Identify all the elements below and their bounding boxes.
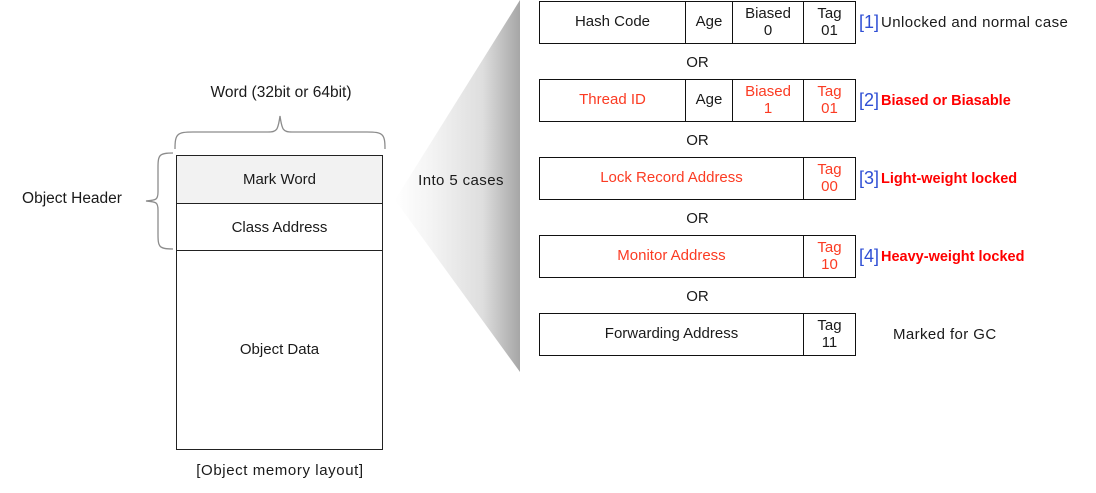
case-cell: Thread ID bbox=[540, 80, 686, 121]
case-cell: Forwarding Address bbox=[540, 314, 804, 355]
object-memory-layout-caption: [Object memory layout] bbox=[196, 462, 364, 479]
case-note-text: Unlocked and normal case bbox=[881, 14, 1069, 31]
case-cell: Monitor Address bbox=[540, 236, 804, 277]
case-cell-line1: Biased bbox=[745, 5, 791, 23]
case-number: [1] bbox=[859, 12, 880, 32]
case-number: [2] bbox=[859, 90, 880, 110]
or-separator: OR bbox=[686, 210, 709, 227]
case-cell-line1: Tag bbox=[817, 161, 842, 179]
case-note: [1] Unlocked and normal case bbox=[859, 1, 1068, 44]
case-cell-line1: Thread ID bbox=[579, 91, 646, 109]
word-span-brace bbox=[173, 114, 387, 150]
case-cell-line1: Tag bbox=[817, 239, 842, 257]
case-cell-line2: 00 bbox=[821, 177, 838, 195]
case-cell: Tag 11 bbox=[804, 314, 855, 355]
memory-row-object-data-label: Object Data bbox=[239, 341, 320, 358]
case-note: [2] Biased or Biasable bbox=[859, 79, 1011, 122]
case-note-text: Light-weight locked bbox=[881, 170, 1018, 187]
case-cell: Age bbox=[686, 80, 733, 121]
case-number: [3] bbox=[859, 168, 880, 188]
object-memory-box: Mark Word Class Address Object Data bbox=[176, 155, 383, 450]
case-cell: Hash Code bbox=[540, 2, 686, 43]
case-cell-line1: Hash Code bbox=[574, 13, 651, 31]
case-note: [3] Light-weight locked bbox=[859, 157, 1017, 200]
case-cell-line1: Monitor Address bbox=[617, 247, 726, 265]
memory-row-class-address-label: Class Address bbox=[231, 218, 328, 236]
case-note-text: Biased or Biasable bbox=[881, 92, 1011, 109]
case-cell-line1: Lock Record Address bbox=[600, 169, 743, 187]
or-separator: OR bbox=[686, 54, 709, 71]
case-cell: Age bbox=[686, 2, 733, 43]
case-cell: Biased 0 bbox=[733, 2, 804, 43]
case-number: [4] bbox=[859, 246, 880, 266]
object-memory-layout-panel: Word (32bit or 64bit) Object Header Mark… bbox=[0, 0, 420, 493]
memory-row-mark-word-label: Mark Word bbox=[242, 171, 317, 188]
case-cell: Biased 1 bbox=[733, 80, 804, 121]
case-cell-line1: Age bbox=[695, 13, 723, 31]
case-cell-line2: 01 bbox=[821, 21, 838, 39]
case-row: Forwarding Address Tag 11 bbox=[539, 313, 856, 356]
or-separator: OR bbox=[686, 132, 709, 149]
case-cell: Tag 10 bbox=[804, 236, 855, 277]
case-cell-line2: 01 bbox=[821, 99, 838, 117]
or-separator: OR bbox=[686, 288, 709, 305]
case-row: Lock Record Address Tag 00 bbox=[539, 157, 856, 200]
case-note-text: Heavy-weight locked bbox=[881, 248, 1025, 265]
case-note: Marked for GC bbox=[893, 313, 997, 356]
case-cell: Tag 00 bbox=[804, 158, 855, 199]
memory-row-class-address: Class Address bbox=[177, 204, 382, 251]
word-size-label: Word (32bit or 64bit) bbox=[210, 84, 352, 101]
case-cell-line1: Tag bbox=[817, 317, 842, 335]
case-cell-line1: Tag bbox=[817, 83, 842, 101]
case-cell-line2: 10 bbox=[821, 255, 838, 273]
funnel-shape bbox=[390, 0, 522, 372]
case-note-text: Marked for GC bbox=[893, 326, 997, 343]
funnel-label: Into 5 cases bbox=[418, 172, 504, 189]
case-row: Monitor Address Tag 10 bbox=[539, 235, 856, 278]
object-header-label: Object Header bbox=[22, 190, 122, 207]
case-cell-line2: 1 bbox=[763, 99, 773, 117]
case-cell: Tag 01 bbox=[804, 80, 855, 121]
case-cell-line1: Age bbox=[695, 91, 723, 109]
case-row: Thread ID Age Biased 1 Tag 01 bbox=[539, 79, 856, 122]
memory-row-object-data: Object Data bbox=[177, 251, 382, 448]
case-cell: Lock Record Address bbox=[540, 158, 804, 199]
case-cell-line1: Tag bbox=[817, 5, 842, 23]
case-cell-line2: 0 bbox=[763, 21, 773, 39]
case-note: [4] Heavy-weight locked bbox=[859, 235, 1024, 278]
case-cell: Tag 01 bbox=[804, 2, 855, 43]
mark-word-cases-panel: Hash Code Age Biased 0 Tag 01 [1] Unlock… bbox=[539, 0, 1096, 372]
memory-row-mark-word: Mark Word bbox=[177, 156, 382, 204]
object-header-brace bbox=[144, 152, 174, 250]
case-cell-line2: 11 bbox=[821, 333, 838, 351]
case-cell-line1: Biased bbox=[745, 83, 791, 101]
case-cell-line1: Forwarding Address bbox=[604, 325, 739, 343]
case-row: Hash Code Age Biased 0 Tag 01 bbox=[539, 1, 856, 44]
